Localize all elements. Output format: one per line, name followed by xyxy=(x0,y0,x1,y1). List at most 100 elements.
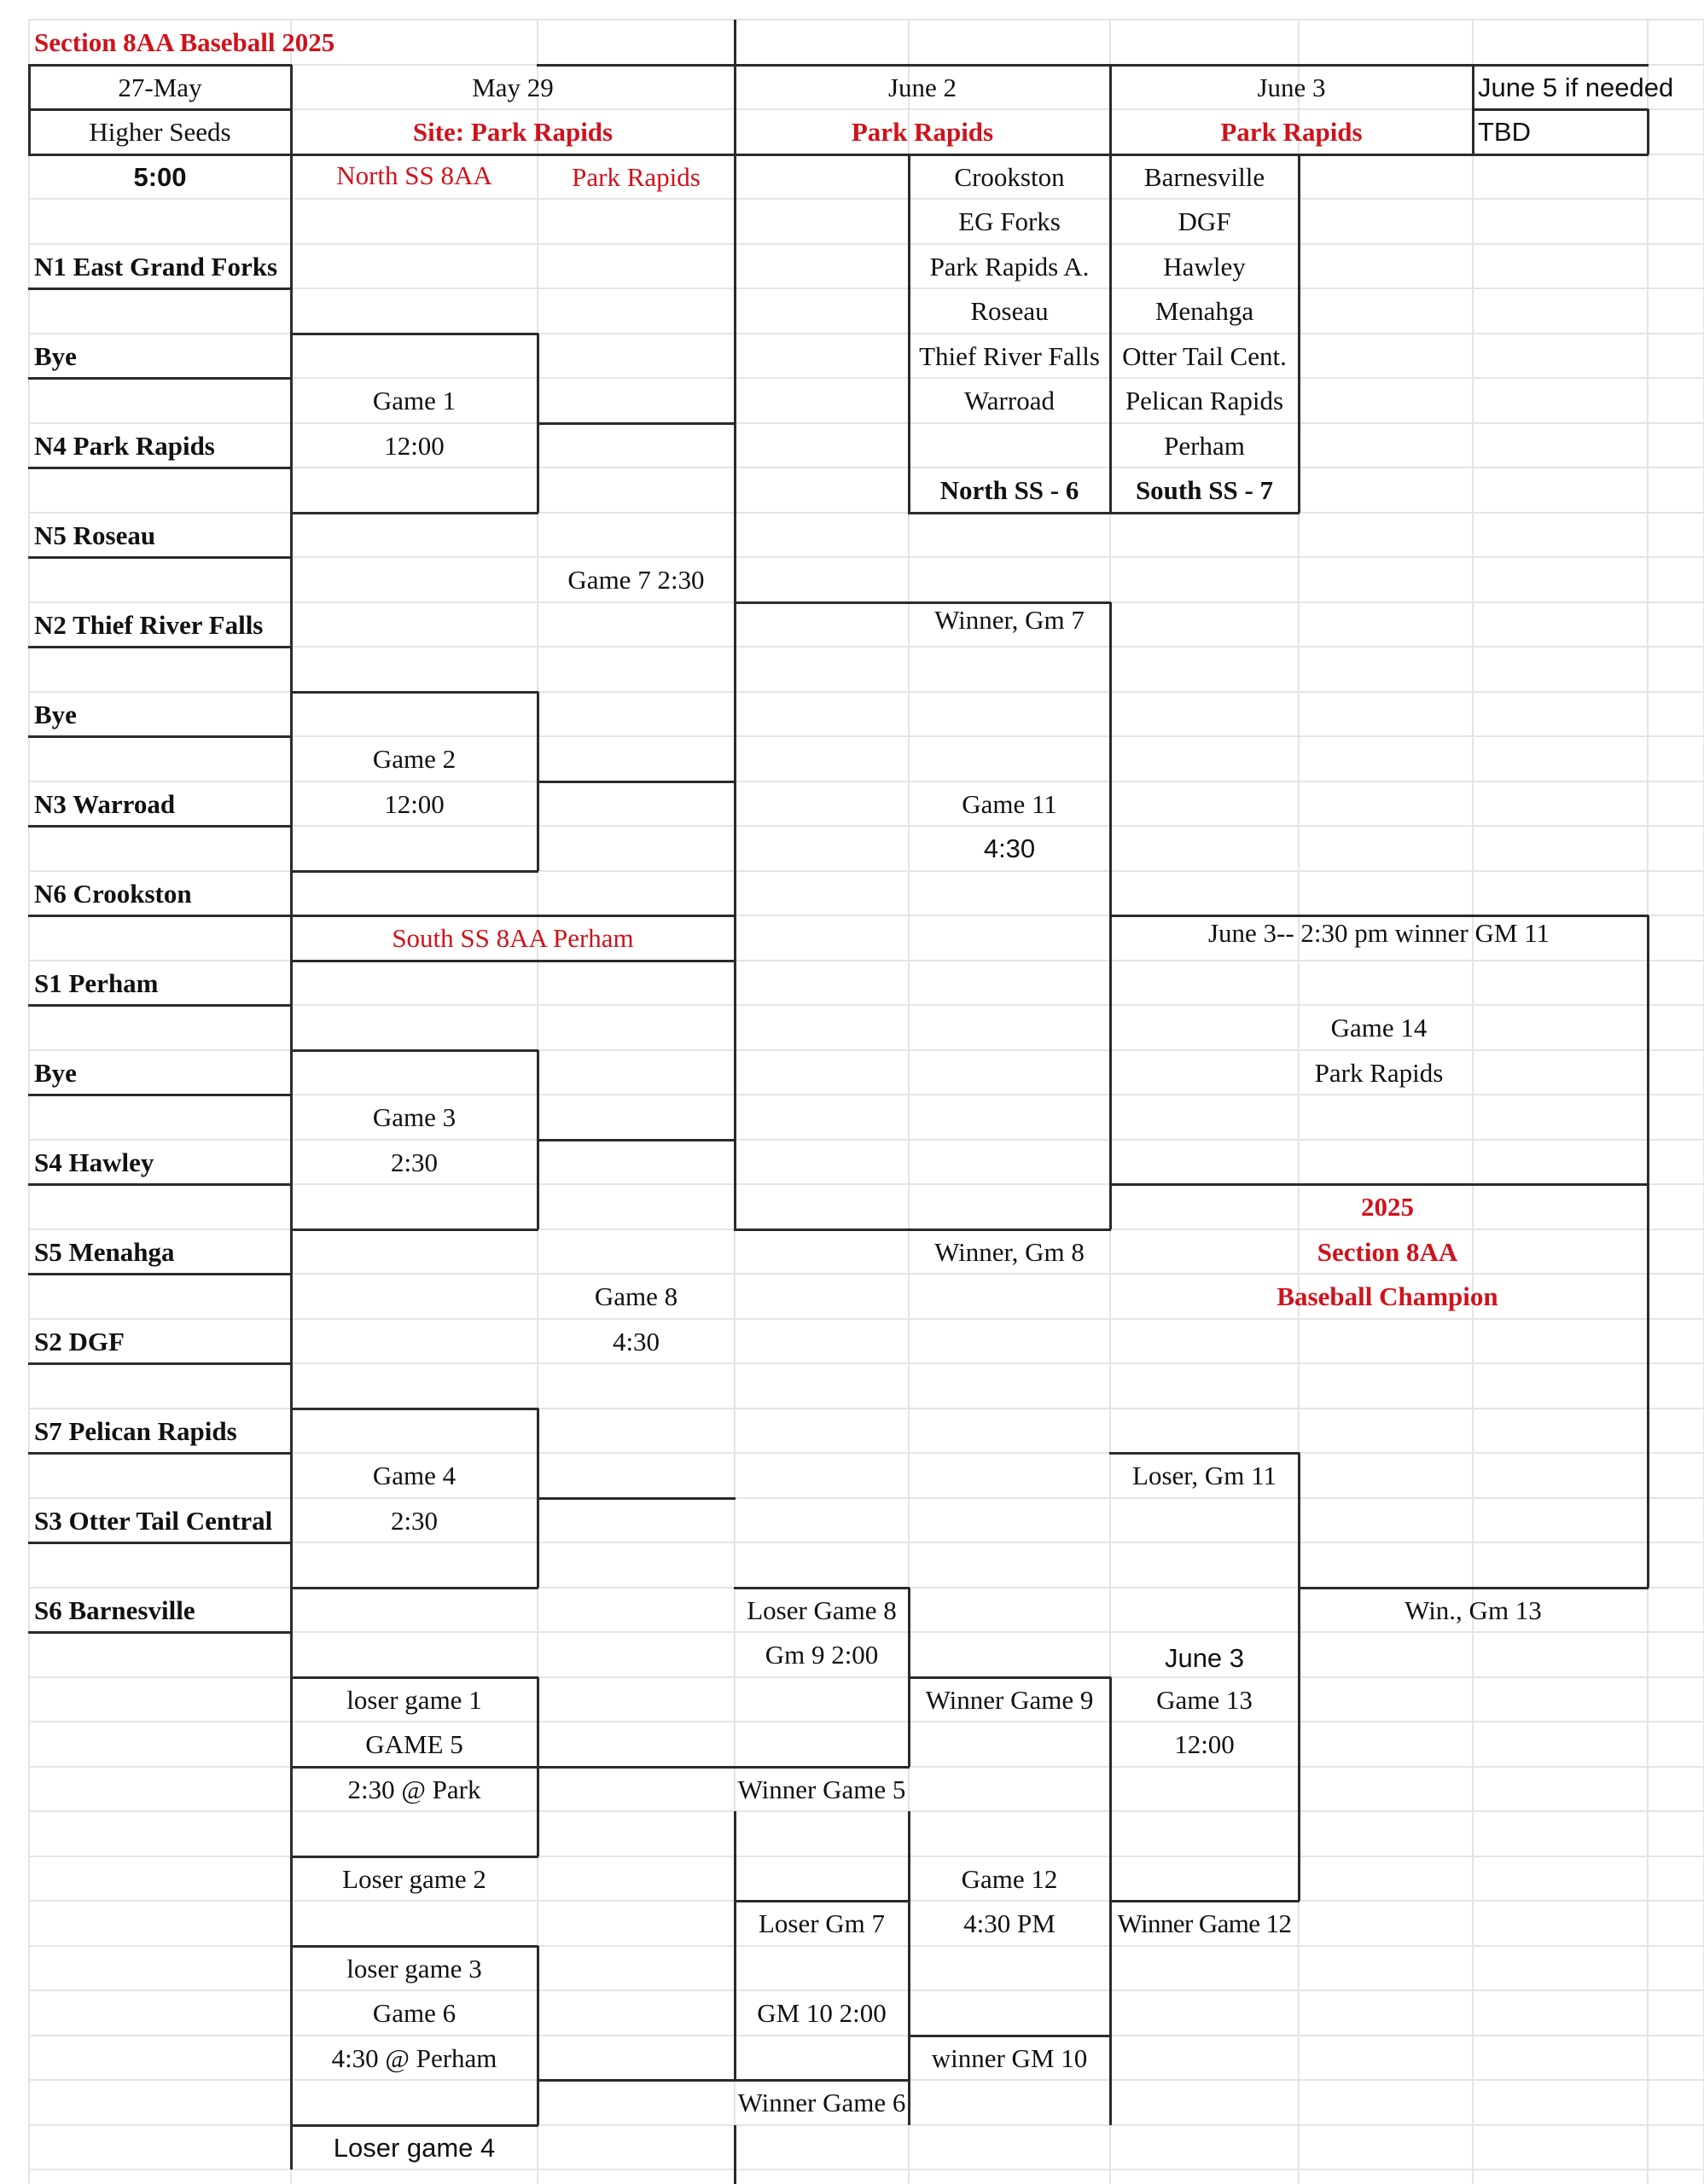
game3-time[interactable]: 2:30 xyxy=(390,1147,439,1177)
game4-time[interactable]: 2:30 xyxy=(390,1505,439,1536)
north-team-list-item[interactable]: Crookston xyxy=(954,161,1065,192)
north-subsection-site[interactable]: Park Rapids xyxy=(572,161,701,192)
game2-label[interactable]: Game 2 xyxy=(372,743,457,774)
south-team-list-item[interactable]: Hawley xyxy=(1163,251,1246,282)
north-team-list-item[interactable]: Roseau xyxy=(970,295,1049,326)
game5-feed2[interactable]: Loser game 2 xyxy=(342,1863,486,1894)
game9-label[interactable]: Gm 9 2:00 xyxy=(765,1639,879,1670)
game13-time[interactable]: 12:00 xyxy=(1174,1728,1235,1759)
game10-feed[interactable]: Loser Gm 7 xyxy=(758,1908,886,1938)
winner-gm10[interactable]: winner GM 10 xyxy=(931,2042,1088,2073)
seed-entry[interactable]: S5 Menahga xyxy=(34,1236,175,1267)
seed-entry[interactable]: N3 Warroad xyxy=(34,788,176,819)
site-june5[interactable]: TBD xyxy=(1478,116,1531,147)
site-may29[interactable]: Site: Park Rapids xyxy=(412,116,614,147)
win-gm13[interactable]: Win., Gm 13 xyxy=(1404,1594,1542,1625)
winner-gm7[interactable]: Winner, Gm 7 xyxy=(934,604,1085,635)
seed-entry[interactable]: S6 Barnesville xyxy=(34,1594,195,1625)
loser-gm11[interactable]: Loser, Gm 11 xyxy=(1132,1460,1277,1490)
date-header-june3[interactable]: June 3 xyxy=(1257,72,1326,102)
game1-time[interactable]: 12:00 xyxy=(384,430,445,461)
south-team-list-item[interactable]: Barnesville xyxy=(1143,161,1265,192)
game3-label[interactable]: Game 3 xyxy=(372,1101,457,1132)
bracket-line xyxy=(290,691,538,694)
sheet-title[interactable]: Section 8AA Baseball 2025 xyxy=(34,26,335,57)
south-team-list-item[interactable]: Pelican Rapids xyxy=(1125,385,1284,415)
seed-entry[interactable]: S7 Pelican Rapids xyxy=(34,1415,237,1446)
north-total[interactable]: North SS - 6 xyxy=(939,474,1079,505)
game6-time[interactable]: 4:30 @ Perham xyxy=(331,2042,497,2073)
game12-label[interactable]: Game 12 xyxy=(961,1863,1058,1894)
gridline-row xyxy=(29,377,1704,379)
south-team-list-item[interactable]: Perham xyxy=(1164,430,1245,461)
site-higher-seeds[interactable]: Higher Seeds xyxy=(89,116,231,147)
bracket-line xyxy=(1647,915,1649,1588)
seed-entry[interactable]: S2 DGF xyxy=(34,1326,125,1356)
north-team-list-item[interactable]: Warroad xyxy=(964,385,1055,415)
game8-label[interactable]: Game 8 xyxy=(594,1281,678,1311)
winner-game12[interactable]: Winner Game 12 xyxy=(1117,1908,1292,1938)
bracket-line xyxy=(734,1587,910,1589)
date-header-may29[interactable]: May 29 xyxy=(472,72,554,102)
winner-game9[interactable]: Winner Game 9 xyxy=(925,1684,1094,1715)
game1-label[interactable]: Game 1 xyxy=(372,385,457,415)
start-time[interactable]: 5:00 xyxy=(133,161,187,192)
south-team-list-item[interactable]: Otter Tail Cent. xyxy=(1122,340,1287,371)
seed-entry[interactable]: Bye xyxy=(34,340,77,371)
game6-feed2[interactable]: Loser game 4 xyxy=(333,2132,496,2163)
game4-label[interactable]: Game 4 xyxy=(372,1460,457,1490)
game2-time[interactable]: 12:00 xyxy=(384,788,445,819)
game9-feed[interactable]: Loser Game 8 xyxy=(747,1594,897,1625)
game10-label[interactable]: GM 10 2:00 xyxy=(757,1997,887,2028)
game11-label[interactable]: Game 11 xyxy=(962,788,1057,819)
seed-entry[interactable]: N1 East Grand Forks xyxy=(34,251,278,282)
seed-entry[interactable]: N4 Park Rapids xyxy=(34,430,215,461)
south-subsection-label[interactable]: South SS 8AA Perham xyxy=(392,922,634,953)
north-team-list-item[interactable]: EG Forks xyxy=(958,206,1061,236)
south-team-list-item[interactable]: Menahga xyxy=(1154,295,1254,326)
date-header-june2[interactable]: June 2 xyxy=(887,72,957,102)
site-june3[interactable]: Park Rapids xyxy=(1220,116,1363,147)
game6-feed[interactable]: loser game 3 xyxy=(346,1953,482,1984)
seed-entry[interactable]: N6 Crookston xyxy=(34,878,192,909)
north-subsection-label[interactable]: North SS 8AA xyxy=(336,160,492,190)
date-header-june5[interactable]: June 5 if needed xyxy=(1478,72,1674,102)
north-team-list-item[interactable]: Park Rapids A. xyxy=(929,251,1090,282)
game6-label[interactable]: Game 6 xyxy=(372,1997,457,2028)
game13-label[interactable]: Game 13 xyxy=(1156,1684,1253,1715)
game14-header[interactable]: June 3-- 2:30 pm winner GM 11 xyxy=(1207,917,1550,948)
game12-time[interactable]: 4:30 PM xyxy=(963,1908,1056,1938)
date-header-may27[interactable]: 27-May xyxy=(118,72,202,102)
game11-time[interactable]: 4:30 xyxy=(983,833,1036,863)
bracket-line xyxy=(908,2035,1111,2037)
game5-feed[interactable]: loser game 1 xyxy=(346,1684,482,1715)
seed-entry[interactable]: Bye xyxy=(34,1057,77,1088)
seed-entry[interactable]: S1 Perham xyxy=(34,967,159,998)
champion-year[interactable]: 2025 xyxy=(1361,1191,1414,1222)
site-june2[interactable]: Park Rapids xyxy=(851,116,994,147)
bracket-line xyxy=(734,1228,1111,1231)
game14-label[interactable]: Game 14 xyxy=(1330,1012,1428,1043)
seed-entry[interactable]: Bye xyxy=(34,699,77,729)
seed-entry[interactable]: S4 Hawley xyxy=(34,1147,154,1177)
gridline-row xyxy=(29,19,1704,20)
seed-entry[interactable]: N5 Roseau xyxy=(34,520,156,550)
champion-title[interactable]: Baseball Champion xyxy=(1277,1281,1498,1311)
bracket-line xyxy=(1472,108,1649,111)
south-total[interactable]: South SS - 7 xyxy=(1135,474,1274,505)
winner-game5[interactable]: Winner Game 5 xyxy=(737,1774,906,1804)
game13-date[interactable]: June 3 xyxy=(1164,1642,1245,1673)
game5-time[interactable]: 2:30 @ Park xyxy=(347,1774,481,1804)
seed-entry[interactable]: N2 Thief River Falls xyxy=(34,609,264,640)
winner-game6[interactable]: Winner Game 6 xyxy=(737,2087,906,2117)
champion-section[interactable]: Section 8AA xyxy=(1317,1236,1458,1267)
game7-label[interactable]: Game 7 2:30 xyxy=(567,564,705,595)
game8-time[interactable]: 4:30 xyxy=(612,1326,660,1356)
seed-entry[interactable]: S3 Otter Tail Central xyxy=(34,1505,273,1536)
winner-gm8[interactable]: Winner, Gm 8 xyxy=(934,1236,1085,1267)
south-team-list-item[interactable]: DGF xyxy=(1178,206,1231,236)
bracket-line xyxy=(28,1631,292,1634)
game5-label[interactable]: GAME 5 xyxy=(365,1728,463,1759)
north-team-list-item[interactable]: Thief River Falls xyxy=(919,340,1100,371)
game14-site[interactable]: Park Rapids xyxy=(1314,1057,1444,1088)
